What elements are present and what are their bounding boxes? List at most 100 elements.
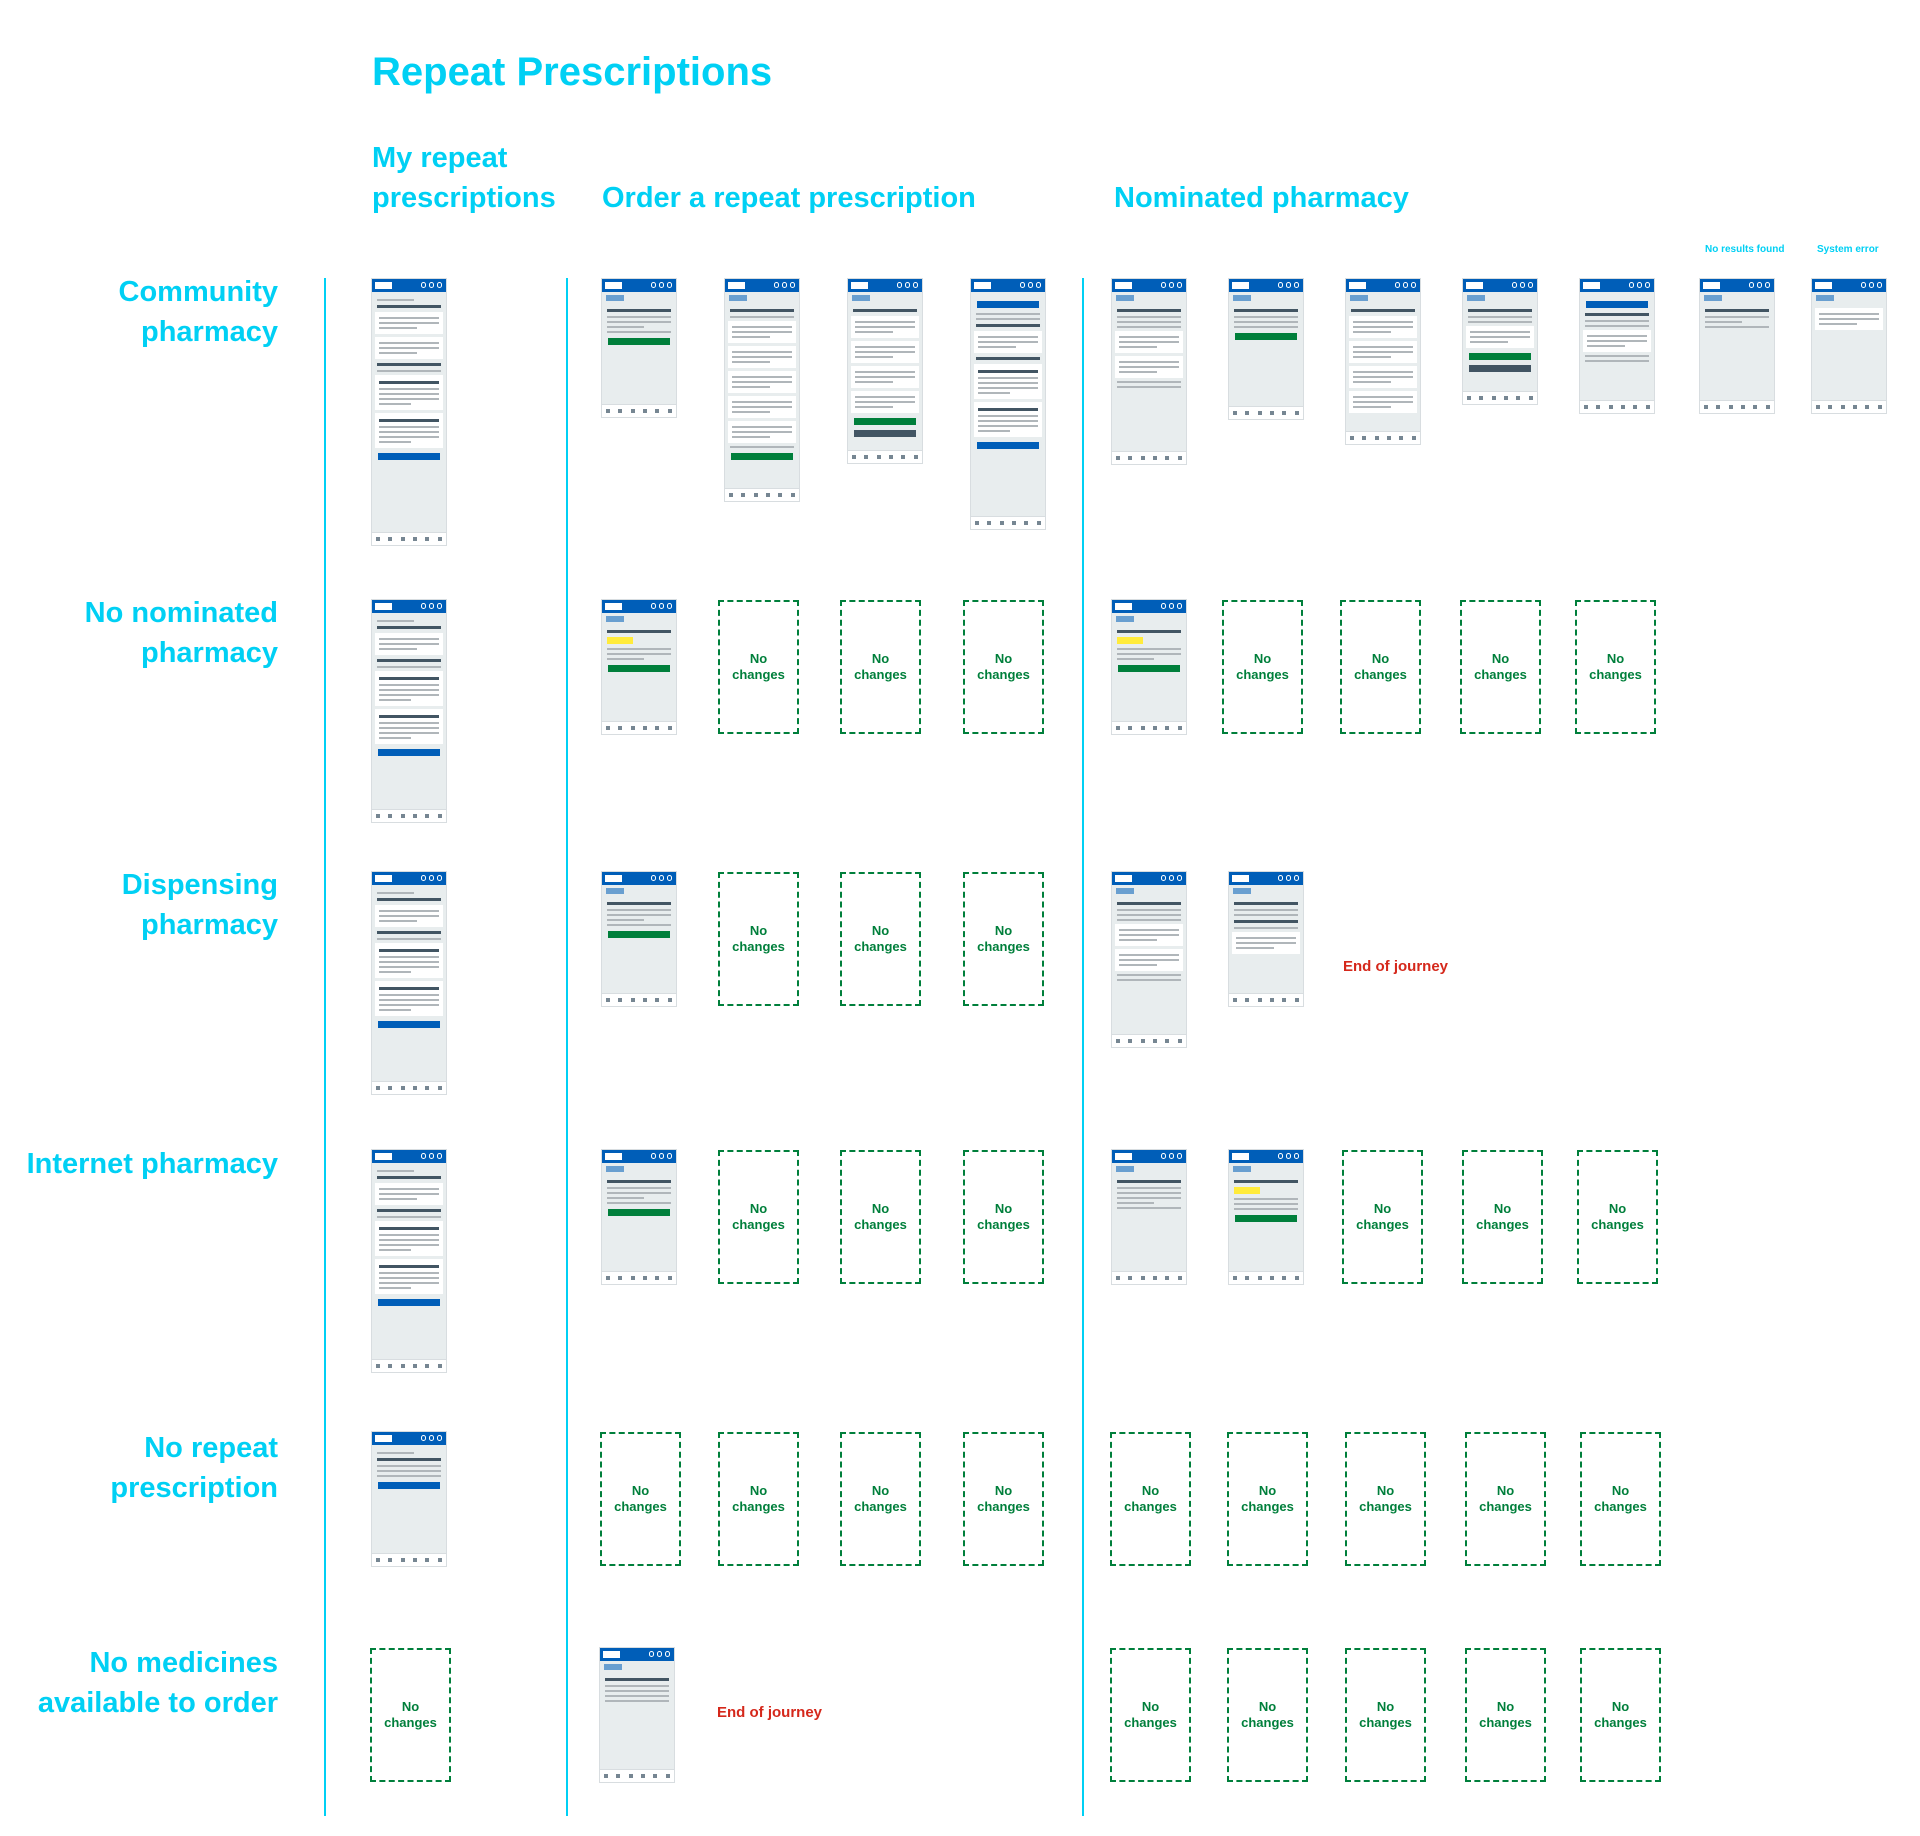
no-changes-nominated-5: No changes (1580, 1432, 1661, 1566)
no-changes-order-4: No changes (963, 1432, 1044, 1566)
column-divider-2 (566, 278, 568, 1816)
no-changes-label: No changes (977, 651, 1030, 682)
no-changes-nominated-5: No changes (1577, 1150, 1658, 1284)
no-changes-label: No changes (977, 923, 1030, 954)
screen-check-pharmacy-community (602, 279, 676, 417)
no-changes-label: No changes (1476, 1201, 1529, 1232)
no-changes-label: No changes (1236, 651, 1289, 682)
no-changes-nominated-4: No changes (1462, 1150, 1543, 1284)
no-changes-label: No changes (854, 1483, 907, 1514)
no-changes-label: No changes (1359, 1483, 1412, 1514)
screen-change-nominated-pharmacy-internet (1229, 1150, 1303, 1284)
no-changes-label: No changes (1356, 1201, 1409, 1232)
no-changes-label: No changes (854, 1201, 907, 1232)
screen-change-nominated-pharmacy-search (1229, 279, 1303, 419)
screen-my-nominated-pharmacy-community (1112, 279, 1186, 464)
column-header-nominated-pharmacy: Nominated pharmacy (1114, 182, 1409, 214)
no-changes-label: No changes (384, 1699, 437, 1730)
screen-my-nominated-pharmacy-dispensing (1112, 872, 1186, 1047)
screen-not-nominated-pharmacy (1112, 600, 1186, 734)
screen-my-repeat-prescriptions-internet (372, 1150, 446, 1372)
no-changes-nominated-4: No changes (1460, 600, 1541, 734)
column-divider-1 (324, 278, 326, 1816)
row-label-no-repeat-prescription: No repeat prescription (110, 1432, 278, 1504)
no-changes-nominated-2: No changes (1222, 600, 1303, 734)
no-changes-label: No changes (732, 1483, 785, 1514)
no-changes-label: No changes (1124, 1699, 1177, 1730)
subheader-system-error: System error (1817, 244, 1879, 255)
subheader-no-results-found: No results found (1705, 244, 1785, 255)
no-changes-label: No changes (854, 923, 907, 954)
screen-my-repeat-prescriptions-dispensing (372, 872, 446, 1094)
no-changes-nominated-3: No changes (1345, 1648, 1426, 1782)
screen-order-success (971, 279, 1045, 529)
no-changes-label: No changes (1589, 651, 1642, 682)
no-changes-label: No changes (1359, 1699, 1412, 1730)
no-changes-my-repeat: No changes (370, 1648, 451, 1782)
end-of-journey-no-medicines: End of journey (717, 1704, 822, 1721)
no-changes-label: No changes (732, 923, 785, 954)
row-label-community-pharmacy: Community pharmacy (118, 276, 279, 348)
no-changes-order-2: No changes (718, 872, 799, 1006)
screen-system-error (1812, 279, 1886, 413)
no-changes-nominated-3: No changes (1342, 1150, 1423, 1284)
screen-no-results-found (1700, 279, 1774, 413)
no-changes-label: No changes (1594, 1699, 1647, 1730)
no-changes-nominated-1: No changes (1110, 1648, 1191, 1782)
screen-no-repeat-prescriptions-available (600, 1648, 674, 1782)
row-label-dispensing-pharmacy: Dispensing pharmacy (121, 869, 278, 941)
no-changes-label: No changes (732, 651, 785, 682)
column-header-my-repeat-prescriptions: My repeat prescriptions (372, 142, 556, 214)
screen-check-pharmacy-internet (602, 1150, 676, 1284)
no-changes-order-4: No changes (963, 1150, 1044, 1284)
no-changes-nominated-2: No changes (1227, 1648, 1308, 1782)
screen-my-repeat-prescriptions-community (372, 279, 446, 545)
no-changes-label: No changes (1479, 1483, 1532, 1514)
no-changes-nominated-2: No changes (1227, 1432, 1308, 1566)
screen-no-repeat-prescriptions-ordered (372, 1432, 446, 1566)
no-changes-label: No changes (854, 651, 907, 682)
no-changes-nominated-1: No changes (1110, 1432, 1191, 1566)
screen-cannot-change-pharmacy (1229, 872, 1303, 1006)
no-changes-label: No changes (732, 1201, 785, 1232)
screen-pharmacy-search-results (1346, 279, 1420, 444)
end-of-journey-dispensing: End of journey (1343, 958, 1448, 975)
no-changes-order-3: No changes (840, 1432, 921, 1566)
no-changes-order-3: No changes (840, 872, 921, 1006)
screen-confirm-pharmacy-change (1463, 279, 1537, 404)
no-changes-label: No changes (1124, 1483, 1177, 1514)
column-header-order-repeat-prescription: Order a repeat prescription (602, 182, 976, 214)
no-changes-label: No changes (1591, 1201, 1644, 1232)
screen-nomination-success (1580, 279, 1654, 413)
no-changes-label: No changes (1594, 1483, 1647, 1514)
page-title: Repeat Prescriptions (372, 50, 773, 94)
column-divider-3 (1082, 278, 1084, 1816)
no-changes-label: No changes (1241, 1699, 1294, 1730)
screen-order-repeat-prescription (725, 279, 799, 501)
no-changes-order-2: No changes (718, 1150, 799, 1284)
no-changes-label: No changes (1241, 1483, 1294, 1514)
no-changes-label: No changes (977, 1483, 1030, 1514)
no-changes-order-4: No changes (963, 600, 1044, 734)
no-changes-nominated-3: No changes (1345, 1432, 1426, 1566)
no-changes-nominated-3: No changes (1340, 600, 1421, 734)
no-changes-label: No changes (1474, 651, 1527, 682)
no-changes-label: No changes (1354, 651, 1407, 682)
no-changes-nominated-5: No changes (1575, 600, 1656, 734)
screen-my-repeat-prescriptions-no-nominated (372, 600, 446, 822)
no-changes-label: No changes (1479, 1699, 1532, 1730)
screen-check-pharmacy-dispensing (602, 872, 676, 1006)
no-changes-order-2: No changes (718, 1432, 799, 1566)
no-changes-order-3: No changes (840, 600, 921, 734)
no-changes-order-4: No changes (963, 872, 1044, 1006)
no-changes-order-3: No changes (840, 1150, 921, 1284)
row-label-internet-pharmacy: Internet pharmacy (26, 1148, 278, 1180)
row-label-no-nominated-pharmacy: No nominated pharmacy (84, 597, 278, 669)
no-changes-label: No changes (977, 1201, 1030, 1232)
screen-not-nominated-order (602, 600, 676, 734)
screen-confirm-prescription (848, 279, 922, 463)
no-changes-nominated-4: No changes (1465, 1432, 1546, 1566)
row-label-no-medicines-available: No medicines available to order (37, 1647, 278, 1719)
no-changes-nominated-5: No changes (1580, 1648, 1661, 1782)
no-changes-label: No changes (614, 1483, 667, 1514)
